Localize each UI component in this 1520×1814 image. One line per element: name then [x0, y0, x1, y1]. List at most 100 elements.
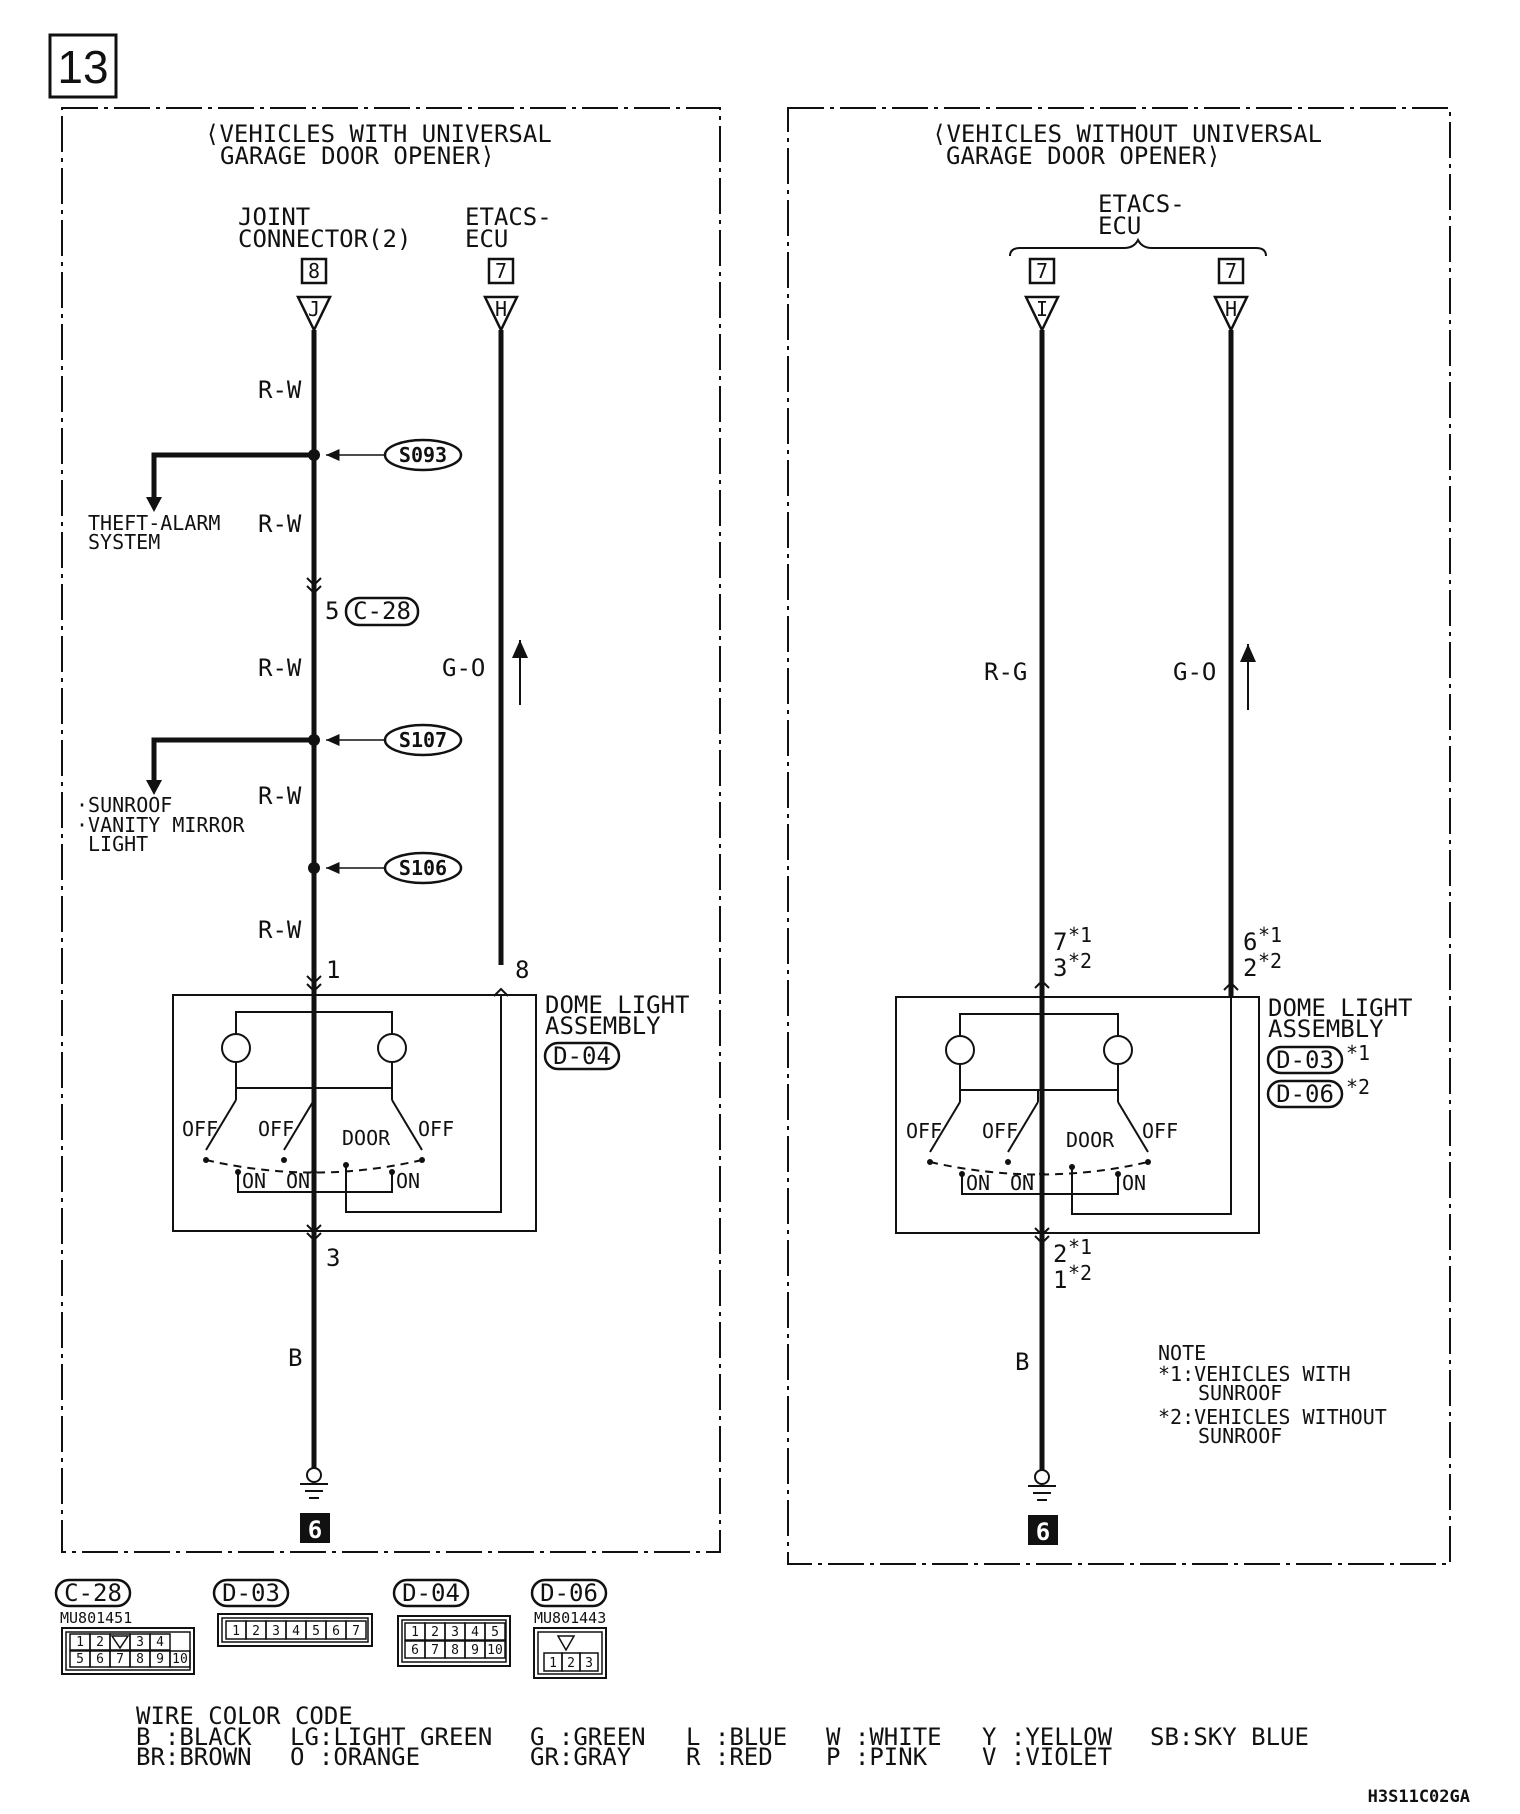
- splice-tag-2: S107: [383, 723, 463, 757]
- left-assembly-label-line1: DOME LIGHT: [545, 991, 690, 1019]
- right-etacs-label-line2: ECU: [1098, 212, 1141, 240]
- connector-d06-name: D-06: [540, 1579, 598, 1607]
- left-pin-1: 1: [326, 956, 340, 984]
- diagram-code: H3S11C02GA: [1368, 1787, 1470, 1807]
- connector-pin-cell: [579, 1652, 599, 1672]
- right-switch-off-1: OFF: [906, 1119, 942, 1143]
- connector-pin-number: 10: [172, 1652, 188, 1667]
- splice-tag-3: S106: [383, 851, 463, 885]
- left-etacs-label-line1: ETACS-: [465, 203, 552, 231]
- go-label: G-O: [442, 654, 485, 682]
- joint-pin: J: [308, 297, 320, 321]
- connector-pin-number: 7: [116, 1652, 124, 1667]
- connector-pin-number: 2: [567, 1656, 575, 1671]
- connector-pin-number: 9: [471, 1643, 479, 1658]
- d03-tag: D-03 *1: [1266, 1041, 1370, 1075]
- note-2-line1: *2:VEHICLES WITHOUT: [1158, 1405, 1387, 1429]
- d04-tag: D-04: [543, 1041, 621, 1071]
- wire-color-code-title: WIRE COLOR CODE: [136, 1702, 353, 1730]
- connector-pin-number: 4: [292, 1624, 300, 1639]
- right-panel: ⟨VEHICLES WITHOUT UNIVERSAL GARAGE DOOR …: [787, 107, 1451, 1565]
- right-etacs-ref-box-a: 7: [1028, 257, 1056, 285]
- connector-c28-name: C-28: [64, 1579, 122, 1607]
- right-pin-b1: 6: [1243, 928, 1257, 956]
- left-ground-ref: 6: [308, 1516, 322, 1544]
- splice-dot-3: [308, 862, 320, 874]
- right-pin-b2: 2: [1243, 954, 1257, 982]
- right-switch-on-3: ON: [1122, 1171, 1146, 1195]
- d06-label: D-06: [1276, 1080, 1334, 1108]
- connector-pin-number: 3: [136, 1635, 144, 1650]
- connector-pin-number: 9: [156, 1652, 164, 1667]
- right-pin-c2-note: *2: [1068, 1261, 1092, 1285]
- note-1-line1: *1:VEHICLES WITH: [1158, 1362, 1351, 1386]
- d04-label: D-04: [553, 1042, 611, 1070]
- switch-on-3: ON: [396, 1169, 420, 1193]
- right-title-line2: GARAGE DOOR OPENER⟩: [946, 142, 1221, 170]
- connector-pin-number: 6: [411, 1643, 419, 1658]
- connector-pin-number: 1: [411, 1625, 419, 1640]
- connector-pin-number: 7: [352, 1624, 360, 1639]
- joint-connector-label-line2: CONNECTOR(2): [238, 225, 411, 253]
- connector-pin-number: 1: [549, 1656, 557, 1671]
- right-pin-a1: 7: [1053, 928, 1067, 956]
- rw-label-2: R-W: [258, 510, 302, 538]
- sunroof-label-line1: ·SUNROOF: [76, 793, 172, 817]
- connector-pin-number: 5: [312, 1624, 320, 1639]
- connector-pin-cell: [149, 1633, 171, 1651]
- color-b: B :BLACK: [136, 1723, 252, 1751]
- note-2-line2: SUNROOF: [1198, 1424, 1282, 1448]
- right-etacs-label-line1: ETACS-: [1098, 190, 1185, 218]
- b-label: B: [288, 1344, 302, 1372]
- right-switch-on-1: ON: [966, 1171, 990, 1195]
- note-block: NOTE *1:VEHICLES WITH SUNROOF *2:VEHICLE…: [1158, 1341, 1387, 1448]
- connector-pin-number: 6: [96, 1652, 104, 1667]
- connector-pin-cell: [169, 1650, 191, 1668]
- left-pin-8: 8: [515, 956, 529, 984]
- right-ground-ref: 6: [1036, 1518, 1050, 1546]
- right-pin-a2-note: *2: [1068, 949, 1092, 973]
- connector-pin-cell: [484, 1640, 506, 1659]
- connector-pin-number: 1: [76, 1635, 84, 1650]
- connector-pin-number: 3: [585, 1656, 593, 1671]
- left-title-line2: GARAGE DOOR OPENER⟩: [220, 142, 495, 170]
- connector-key-mark: [110, 1635, 130, 1650]
- color-gr: GR:GRAY: [530, 1743, 632, 1771]
- left-etacs-pin-triangle: H: [483, 295, 519, 333]
- splice-2: S107: [399, 728, 447, 752]
- joint-connector-label-line1: JOINT: [238, 203, 310, 231]
- switch-door: DOOR: [342, 1126, 391, 1150]
- right-pin-a2: 3: [1053, 954, 1067, 982]
- joint-connector-ref-box: 8: [300, 257, 328, 285]
- left-ground-icon: [300, 1467, 328, 1499]
- rw-label-3: R-W: [258, 654, 302, 682]
- right-dome-light-assembly: OFF OFF DOOR OFF ON ON ON: [895, 996, 1260, 1234]
- splice-tag-1: S093: [383, 438, 463, 472]
- d06-tag: D-06 *2: [1266, 1075, 1370, 1109]
- connector-pin-number: 4: [471, 1625, 479, 1640]
- connector-pin-number: 4: [156, 1635, 164, 1650]
- right-etacs-pin-triangle-a: I: [1024, 295, 1060, 333]
- theft-alarm-label-line2: SYSTEM: [88, 530, 160, 554]
- right-pin-b2-note: *2: [1258, 949, 1282, 973]
- right-pin-c1: 2: [1053, 1240, 1067, 1268]
- right-title-line1: ⟨VEHICLES WITHOUT UNIVERSAL: [932, 120, 1322, 148]
- connector-pin-number: 3: [272, 1624, 280, 1639]
- left-ground-ref-box: 6: [300, 1513, 330, 1544]
- left-dome-light-assembly: OFF OFF DOOR OFF ON ON ON: [172, 994, 537, 1232]
- connector-pin-number: 3: [451, 1625, 459, 1640]
- connector-pin-number: 2: [96, 1635, 104, 1650]
- right-ground-icon: [1028, 1469, 1056, 1501]
- right-ground-ref-box: 6: [1028, 1515, 1058, 1546]
- wire-color-code: WIRE COLOR CODE B :BLACK BR:BROWN LG:LIG…: [136, 1702, 1309, 1771]
- theft-alarm-branch: [151, 452, 314, 502]
- right-assembly-label-line2: ASSEMBLY: [1268, 1015, 1384, 1043]
- theft-alarm-label-line1: THEFT-ALARM: [88, 511, 220, 535]
- connector-c28-part: MU801451: [60, 1609, 132, 1627]
- d03-label: D-03: [1276, 1046, 1334, 1074]
- connector-pin-number: 2: [431, 1625, 439, 1640]
- color-w: W :WHITE: [826, 1723, 942, 1751]
- note-title: NOTE: [1158, 1341, 1206, 1365]
